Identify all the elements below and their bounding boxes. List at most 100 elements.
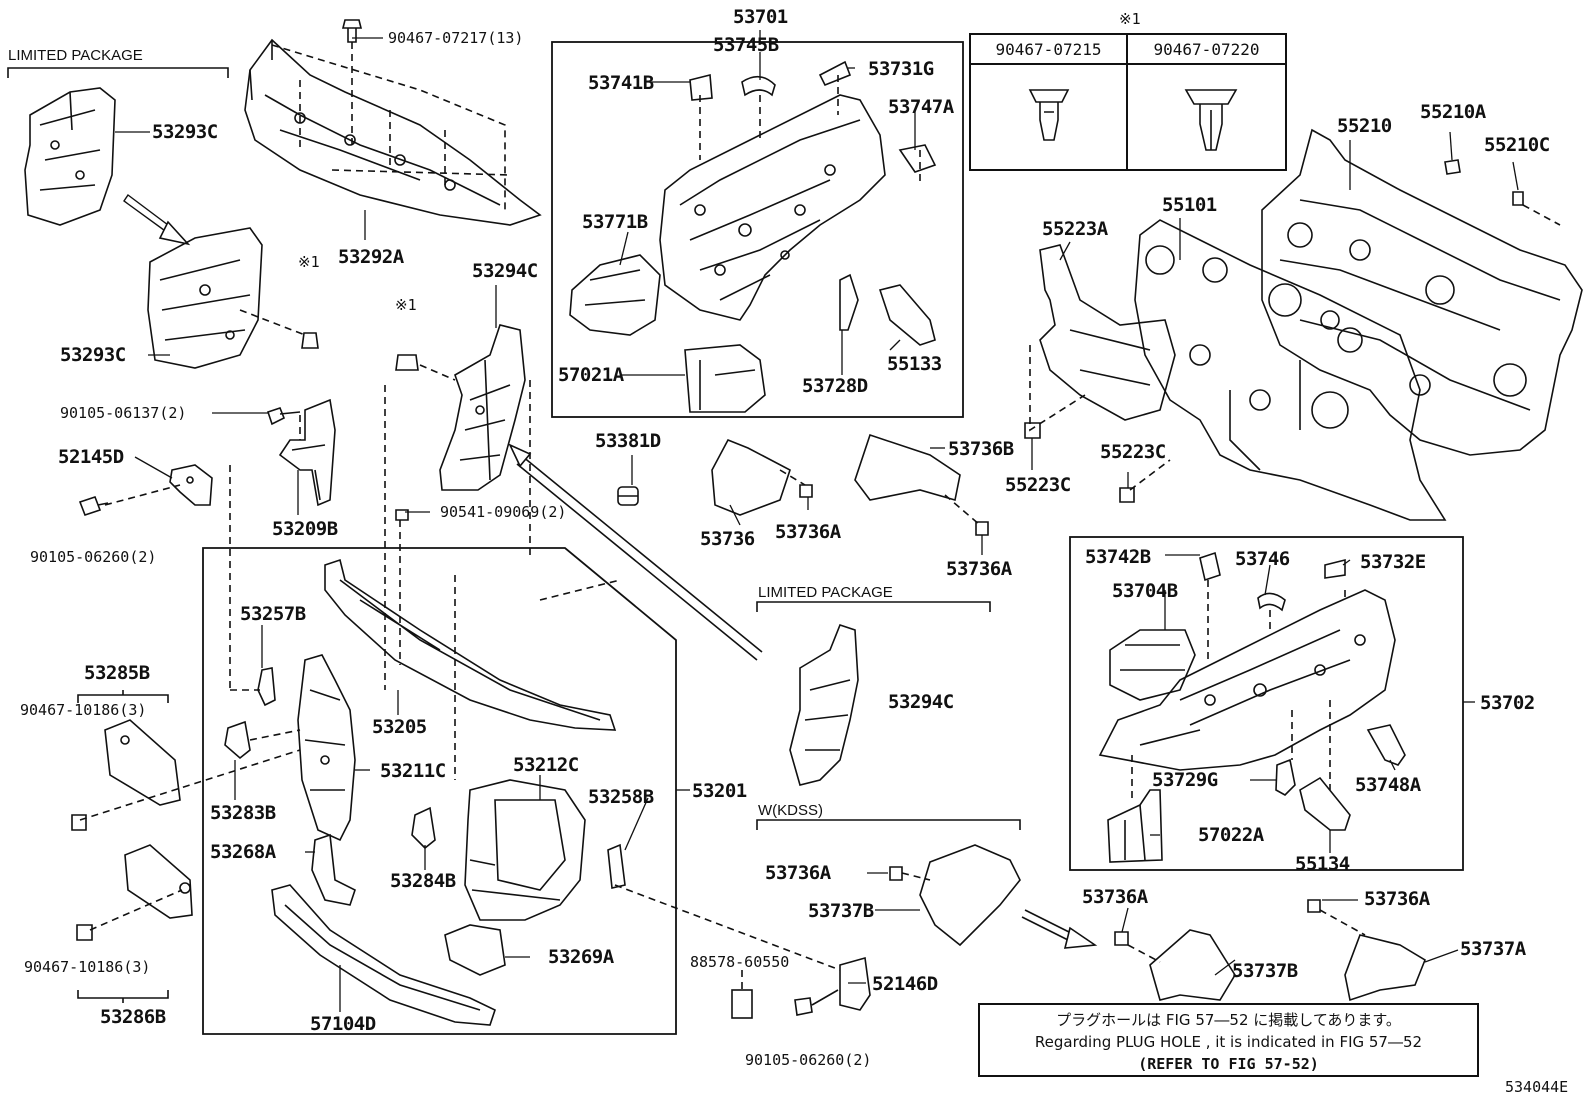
label-53209B: 53209B (272, 518, 338, 540)
part-53729G (1275, 758, 1296, 796)
part-53257B (257, 667, 276, 707)
box-53702 (1069, 536, 1464, 871)
part-55101 (1134, 219, 1447, 521)
part-53212C (464, 779, 586, 921)
part-53741B (689, 73, 713, 101)
clip-90467-07217 (341, 19, 363, 43)
clip-table-col-2: 90467-07220 (1128, 35, 1285, 65)
arrow-kdss-right (1021, 909, 1098, 949)
package-limited-mid: LIMITED PACKAGE (758, 584, 893, 601)
label-53737B-a: 53737B (808, 900, 874, 922)
part-57104D (271, 884, 496, 1026)
clip-ref1-a (301, 332, 319, 349)
part-53737B-kdss (919, 844, 1021, 947)
label-53381D: 53381D (595, 430, 661, 452)
leader-53736B (944, 494, 981, 526)
part-52146D (839, 956, 871, 1011)
leader-52145D (104, 484, 181, 506)
clip-53736A-c (889, 866, 903, 881)
bolt-90105-06260-b (794, 989, 839, 1016)
note-line-en: Regarding PLUG HOLE , it is indicated in… (1034, 1033, 1423, 1051)
label-53736: 53736 (700, 528, 755, 550)
leader-53286B (89, 889, 183, 931)
label-53269A: 53269A (548, 946, 614, 968)
leader-90467-07217 (271, 42, 511, 210)
part-53737B-right (1149, 929, 1236, 1001)
part-53736B (854, 433, 961, 502)
package-limited-top-left: LIMITED PACKAGE (8, 47, 143, 64)
part-53293C-lower (147, 227, 263, 369)
part-53704B (1109, 629, 1196, 701)
label-55134: 55134 (1295, 853, 1350, 875)
label-53293C-b: 53293C (60, 344, 126, 366)
label-53294C-a: 53294C (472, 260, 538, 282)
box-53701 (551, 41, 964, 418)
label-53268A: 53268A (210, 841, 276, 863)
part-52145D (169, 464, 213, 506)
leader-53737B-kdss (901, 872, 931, 881)
bracket-limited-mid (756, 601, 991, 612)
label-90541-09069: 90541-09069(2) (440, 503, 567, 521)
label-53746: 53746 (1235, 548, 1290, 570)
part-55223A (1039, 244, 1176, 421)
leader-53283B (79, 729, 301, 821)
clip-53736A-e (1307, 899, 1321, 913)
label-53736A-d: 53736A (1082, 886, 1148, 908)
leader-55223C (1029, 345, 1171, 491)
label-53736A-e: 53736A (1364, 888, 1430, 910)
label-55223A: 55223A (1042, 218, 1108, 240)
label-57021A: 57021A (558, 364, 624, 386)
part-88578-60550 (731, 989, 753, 1019)
clip-table: 90467-07215 90467-07220 (969, 33, 1287, 171)
plug-hole-note: プラグホールは FIG 57―52 に掲載してあります。 Regarding P… (978, 1003, 1479, 1077)
label-57022A: 57022A (1198, 824, 1264, 846)
leader-53702-parts (1131, 580, 1346, 800)
part-53747A (898, 144, 937, 173)
bolt-90105-06260-a (78, 495, 109, 517)
leader-53701-parts (699, 75, 921, 185)
leader-53258B (614, 884, 841, 971)
part-53284B (411, 806, 436, 850)
label-53741B: 53741B (588, 72, 654, 94)
part-55134 (1299, 776, 1351, 831)
label-53736A-c: 53736A (765, 862, 831, 884)
label-55133: 55133 (887, 353, 942, 375)
label-90467-10186-b: 90467-10186(3) (24, 958, 151, 976)
part-53771B (569, 254, 661, 336)
label-53732E: 53732E (1360, 551, 1426, 573)
note-line-ja: プラグホールは FIG 57―52 に掲載してあります。 (1056, 1011, 1401, 1029)
label-90105-06260-a: 90105-06260(2) (30, 548, 157, 566)
label-55210A: 55210A (1420, 101, 1486, 123)
label-55210: 55210 (1337, 115, 1392, 137)
bracket-53285B (77, 690, 169, 703)
box-53201 (202, 547, 677, 1035)
label-53201: 53201 (692, 780, 747, 802)
label-53737A: 53737A (1460, 938, 1526, 960)
part-57021A (684, 344, 766, 413)
label-53257B: 53257B (240, 603, 306, 625)
bracket-53286B (77, 990, 169, 1003)
label-53736A-b: 53736A (946, 558, 1012, 580)
part-53732E (1324, 558, 1346, 579)
label-53728D: 53728D (802, 375, 868, 397)
part-53285B (104, 719, 181, 806)
label-53293C-a: 53293C (152, 121, 218, 143)
label-90105-06137: 90105-06137(2) (60, 404, 187, 422)
clip-icon-90467-07220 (1184, 89, 1238, 151)
clip-90467-10186-a (71, 814, 87, 831)
label-53286B: 53286B (100, 1006, 166, 1028)
label-53285B: 53285B (84, 662, 150, 684)
bracket-w-kdss (756, 819, 1021, 830)
label-53748A: 53748A (1355, 774, 1421, 796)
label-53742B: 53742B (1085, 546, 1151, 568)
clip-53736A-d (1114, 931, 1129, 946)
clip-table-marker: ※1 (1119, 10, 1141, 28)
label-52145D: 52145D (58, 446, 124, 468)
part-53737A (1344, 934, 1426, 1002)
diagram-id: 534044E (1505, 1078, 1569, 1096)
label-55101: 55101 (1162, 194, 1217, 216)
part-53258B (607, 843, 626, 889)
part-53748A (1366, 724, 1406, 766)
part-53736 (711, 438, 791, 516)
